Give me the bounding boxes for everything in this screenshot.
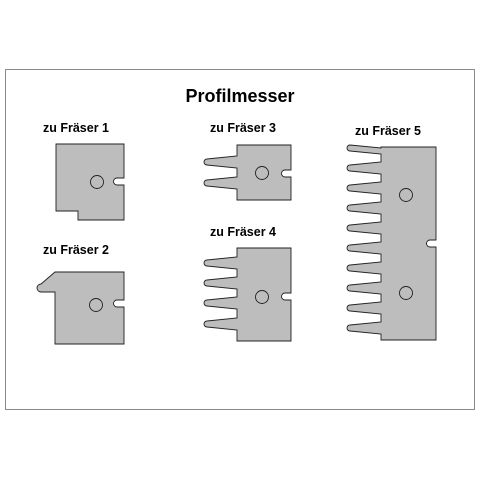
knife-fraeser-4: [203, 247, 292, 342]
knife-fraeser-5: [346, 144, 437, 341]
mount-hole: [89, 298, 103, 312]
label-fraeser-5: zu Fräser 5: [355, 124, 422, 138]
mount-hole: [399, 188, 413, 202]
label-fraeser-2: zu Fräser 2: [43, 243, 110, 257]
label-fraeser-1: zu Fräser 1: [43, 121, 110, 135]
mount-hole: [255, 290, 269, 304]
knife-fraeser-3: [203, 144, 292, 201]
mount-hole: [255, 166, 269, 180]
diagram-title: Profilmesser: [185, 86, 295, 106]
label-fraeser-3: zu Fräser 3: [210, 121, 277, 135]
knife-fraeser-2: [36, 271, 125, 345]
mount-hole: [90, 175, 104, 189]
mount-hole: [399, 286, 413, 300]
label-fraeser-4: zu Fräser 4: [210, 225, 277, 239]
knife-fraeser-1: [55, 143, 125, 221]
